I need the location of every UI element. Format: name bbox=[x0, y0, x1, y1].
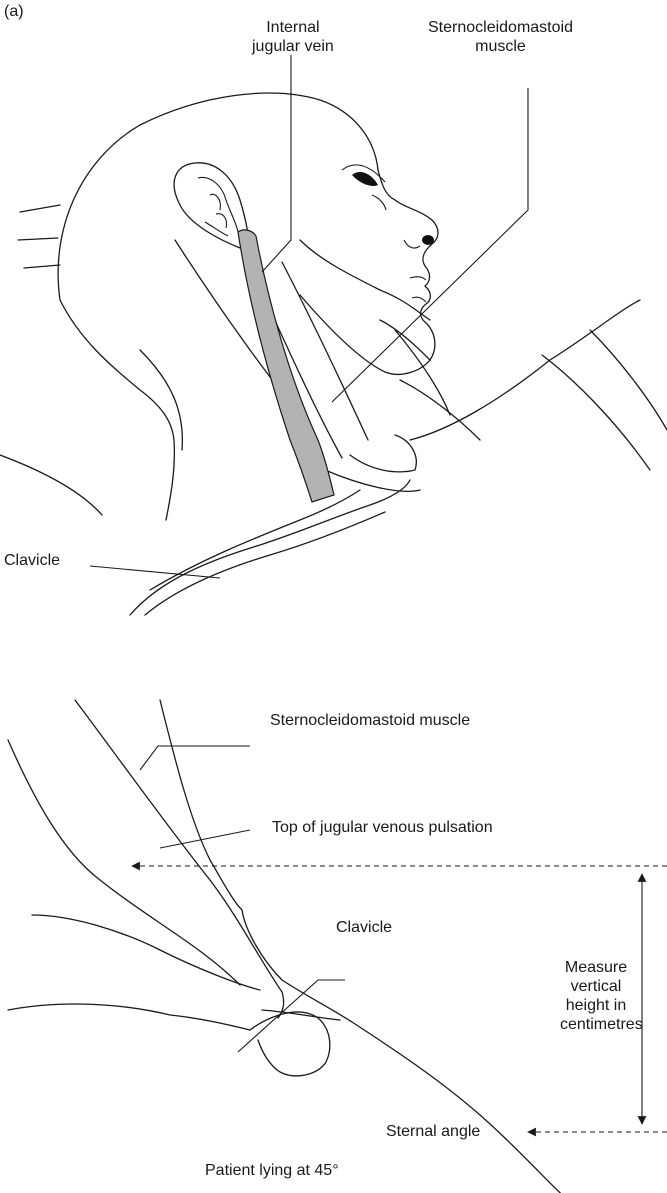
head-outline bbox=[58, 93, 378, 300]
face-profile bbox=[378, 170, 438, 360]
measure-label: Measure vertical height in centimetres bbox=[560, 958, 632, 1034]
sternal-angle-label: Sternal angle bbox=[386, 1122, 480, 1141]
hair-lines bbox=[18, 205, 60, 268]
panel-a-drawing bbox=[0, 55, 667, 615]
clavicle-b bbox=[250, 1012, 330, 1076]
clavicle-a bbox=[130, 480, 410, 615]
clavicle-label-a: Clavicle bbox=[4, 551, 60, 570]
ear bbox=[174, 163, 248, 252]
sternocleidomastoid-label-a: Sternocleidomastoid muscle bbox=[428, 18, 573, 56]
panel-b-drawing bbox=[8, 700, 667, 1193]
sternocleidomastoid-label-b: Sternocleidomastoid muscle bbox=[270, 711, 470, 730]
patient-position-caption: Patient lying at 45° bbox=[205, 1161, 339, 1180]
internal-jugular-vein-label: Internal jugular vein bbox=[252, 18, 334, 56]
panel-tag: (a) bbox=[4, 2, 24, 21]
eye bbox=[352, 172, 378, 186]
nostril bbox=[422, 235, 434, 245]
clavicle-label-b: Clavicle bbox=[336, 918, 392, 937]
top-of-pulsation-label: Top of jugular venous pulsation bbox=[272, 818, 493, 837]
